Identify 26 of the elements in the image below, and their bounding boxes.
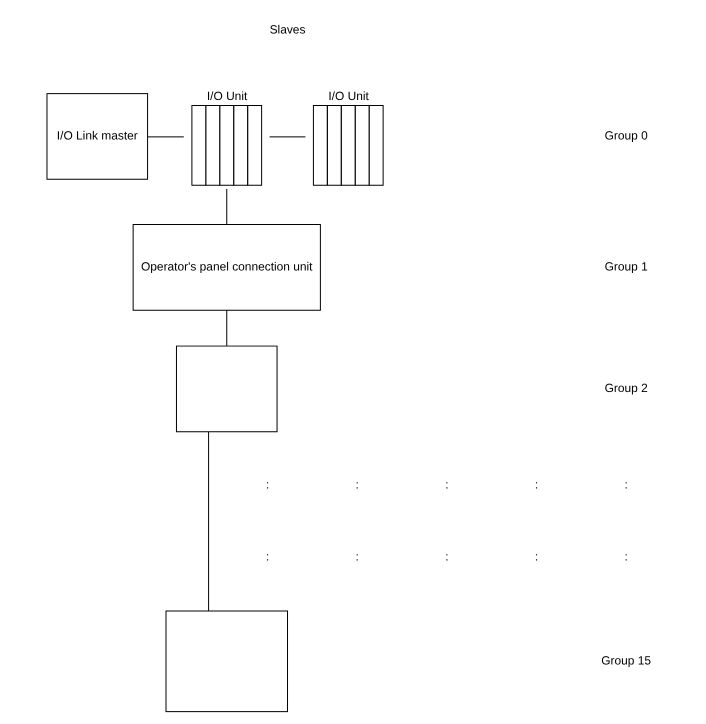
label: Slaves: [270, 22, 306, 36]
label: :: [624, 549, 628, 564]
node-label: I/O Unit: [328, 89, 369, 104]
connector: [226, 188, 228, 225]
label: :: [624, 478, 628, 492]
label: :: [445, 478, 449, 492]
label: :: [266, 478, 270, 492]
label: Group 0: [604, 128, 648, 142]
label: :: [534, 549, 538, 564]
connector: [269, 136, 306, 138]
label: Group 1: [604, 259, 648, 274]
node-box: [176, 346, 278, 432]
connector: [226, 310, 228, 347]
label: Group 2: [604, 380, 648, 395]
node-box: [166, 610, 288, 712]
label: :: [266, 549, 270, 564]
label: :: [445, 549, 449, 564]
label: Group 15: [601, 653, 652, 668]
label: :: [534, 478, 538, 492]
connector: [208, 431, 210, 612]
node-box: Operator's panel connection unit: [132, 224, 321, 311]
label: :: [356, 549, 359, 564]
node-label: I/O Unit: [206, 89, 248, 104]
label: :: [356, 478, 359, 492]
node-box: I/O Link master: [46, 93, 148, 180]
connector: [147, 136, 184, 138]
